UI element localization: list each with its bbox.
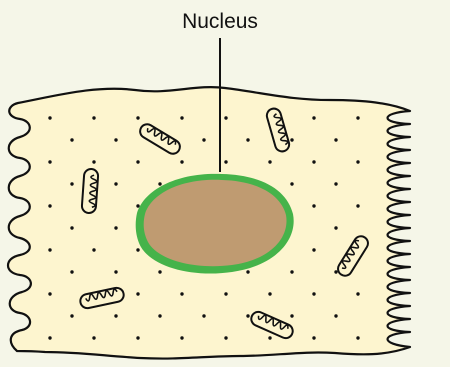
ribosome-dot <box>48 292 51 295</box>
ribosome-dot <box>158 182 161 185</box>
ribosome-dot <box>70 314 73 317</box>
ribosome-dot <box>70 226 73 229</box>
ribosome-dot <box>48 248 51 251</box>
ribosome-dot <box>246 270 249 273</box>
ribosome-dot <box>334 226 337 229</box>
ribosome-dot <box>312 204 315 207</box>
nucleus-label: Nucleus <box>0 10 440 34</box>
ribosome-dot <box>334 314 337 317</box>
ribosome-dot <box>114 138 117 141</box>
ribosome-dot <box>114 270 117 273</box>
ribosome-dot <box>136 204 139 207</box>
ribosome-dot <box>224 116 227 119</box>
ribosome-dot <box>114 314 117 317</box>
ribosome-dot <box>268 336 271 339</box>
ribosome-dot <box>334 182 337 185</box>
ribosome-dot <box>70 138 73 141</box>
ribosome-dot <box>70 182 73 185</box>
ribosome-dot <box>48 336 51 339</box>
ribosome-dot <box>312 116 315 119</box>
ribosome-dot <box>92 248 95 251</box>
ribosome-dot <box>224 336 227 339</box>
ribosome-dot <box>356 336 359 339</box>
ribosome-dot <box>180 336 183 339</box>
ribosome-dot <box>312 248 315 251</box>
ribosome-dot <box>70 270 73 273</box>
ribosome-dot <box>356 160 359 163</box>
ribosome-dot <box>114 182 117 185</box>
ribosome-dot <box>268 160 271 163</box>
ribosome-dot <box>290 314 293 317</box>
ribosome-dot <box>136 116 139 119</box>
ribosome-dot <box>268 292 271 295</box>
ribosome-dot <box>224 160 227 163</box>
nucleus <box>144 180 287 266</box>
ribosome-dot <box>312 160 315 163</box>
ribosome-dot <box>180 292 183 295</box>
ribosome-dot <box>224 292 227 295</box>
ribosome-dot <box>136 248 139 251</box>
ribosome-dot <box>180 116 183 119</box>
ribosome-dot <box>334 138 337 141</box>
ribosome-dot <box>92 160 95 163</box>
ribosome-dot <box>290 182 293 185</box>
ribosome-dot <box>290 270 293 273</box>
ribosome-dot <box>202 314 205 317</box>
ribosome-dot <box>48 160 51 163</box>
ribosome-dot <box>356 204 359 207</box>
ribosome-dot <box>158 314 161 317</box>
ribosome-dot <box>92 116 95 119</box>
ribosome-dot <box>312 292 315 295</box>
ribosome-dot <box>180 160 183 163</box>
ribosome-dot <box>356 292 359 295</box>
ribosome-dot <box>290 138 293 141</box>
ribosome-dot <box>136 160 139 163</box>
ribosome-dot <box>246 138 249 141</box>
ribosome-dot <box>158 270 161 273</box>
ribosome-dot <box>114 226 117 229</box>
mitochondrion <box>81 169 98 214</box>
ribosome-dot <box>246 314 249 317</box>
ribosome-dot <box>48 116 51 119</box>
ribosome-dot <box>356 116 359 119</box>
ribosome-dot <box>92 336 95 339</box>
ribosome-dot <box>334 270 337 273</box>
ribosome-dot <box>48 204 51 207</box>
ribosome-dot <box>136 336 139 339</box>
ribosome-dot <box>312 336 315 339</box>
ribosome-dot <box>202 138 205 141</box>
ribosome-dot <box>136 292 139 295</box>
